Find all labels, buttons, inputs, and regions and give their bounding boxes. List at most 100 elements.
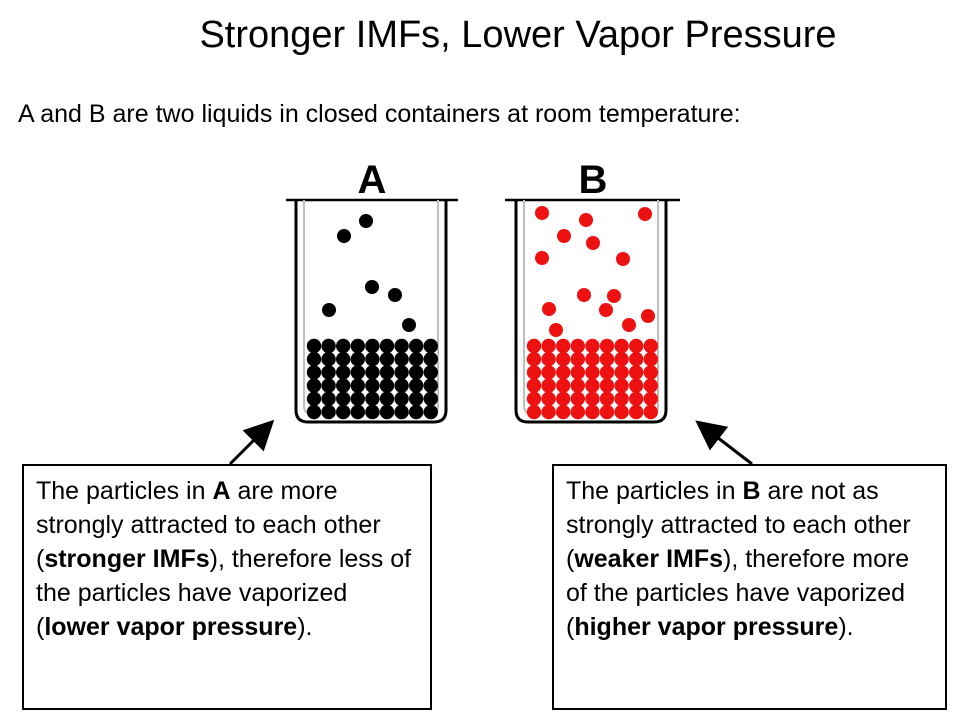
vapor-particle-b xyxy=(535,206,549,220)
vapor-particle-a xyxy=(388,288,402,302)
liquid-particle-b xyxy=(614,404,629,420)
callout-a-text-4: ). xyxy=(297,613,313,641)
liquid-particle-b xyxy=(541,365,556,380)
liquid-particle-a xyxy=(336,378,351,393)
liquid-particle-a xyxy=(394,391,409,406)
liquid-particle-a xyxy=(365,338,380,354)
liquid-particle-b xyxy=(614,352,629,367)
liquid-particle-b xyxy=(526,391,542,406)
vapor-particle-b xyxy=(638,207,652,221)
liquid-particle-b xyxy=(526,378,542,393)
callout-a-text-2: are more strongly attracted to each othe… xyxy=(36,477,381,573)
liquid-particle-a xyxy=(306,352,322,367)
liquid-particle-b xyxy=(585,365,600,380)
liquid-particle-b xyxy=(629,352,644,367)
liquid-particle-b xyxy=(541,352,556,367)
liquid-particle-a xyxy=(306,365,322,380)
liquid-particle-b xyxy=(643,365,658,380)
liquid-particle-b xyxy=(541,378,556,393)
liquid-particle-b xyxy=(541,338,556,354)
liquid-particle-b xyxy=(556,378,571,393)
liquid-particle-b xyxy=(526,352,542,367)
liquid-particle-a xyxy=(409,391,424,406)
liquid-particle-b xyxy=(570,404,585,420)
liquid-particle-a xyxy=(409,365,424,380)
callout-b-bold-2: weaker IMFs xyxy=(574,545,724,573)
liquid-particle-b xyxy=(570,391,585,406)
liquid-particle-b xyxy=(570,378,585,393)
liquid-particle-b xyxy=(541,391,556,406)
vapor-particle-b xyxy=(542,302,556,316)
liquid-particle-b xyxy=(614,378,629,393)
vapor-particle-b xyxy=(557,229,571,243)
vapor-particle-b xyxy=(599,303,613,317)
callout-b-text-1: The particles in xyxy=(566,477,743,505)
liquid-particle-b xyxy=(526,365,542,380)
vapor-particle-b xyxy=(616,252,630,266)
liquid-particle-a xyxy=(336,391,351,406)
liquid-particle-b xyxy=(614,391,629,406)
liquid-particle-a xyxy=(409,378,424,393)
liquid-particle-a xyxy=(336,352,351,367)
liquid-particle-a xyxy=(321,391,336,406)
liquid-particle-b xyxy=(541,404,556,420)
liquid-particle-b xyxy=(629,404,644,420)
vapor-particle-a xyxy=(365,280,379,294)
liquid-particle-b xyxy=(585,352,600,367)
callout-b-bold-3: higher vapor pressure xyxy=(574,613,839,641)
liquid-particle-b xyxy=(585,404,600,420)
liquid-particle-b xyxy=(629,338,644,354)
callout-a-bold-2: stronger IMFs xyxy=(44,545,210,573)
particles-b xyxy=(526,206,658,420)
liquid-particle-a xyxy=(379,404,395,420)
liquid-particle-a xyxy=(350,365,365,380)
liquid-particle-b xyxy=(629,378,644,393)
liquid-particle-a xyxy=(379,338,395,354)
callout-b-text-4: ). xyxy=(838,613,854,641)
liquid-particle-a xyxy=(306,404,322,420)
vapor-particle-a xyxy=(322,303,336,317)
liquid-particle-b xyxy=(643,352,658,367)
liquid-particle-b xyxy=(599,378,615,393)
liquid-particle-a xyxy=(365,378,380,393)
slide-subtitle: A and B are two liquids in closed contai… xyxy=(18,100,741,128)
liquid-particle-b xyxy=(585,391,600,406)
liquid-particle-a xyxy=(306,378,322,393)
slide-title: Stronger IMFs, Lower Vapor Pressure xyxy=(199,14,837,56)
liquid-particle-a xyxy=(365,391,380,406)
liquid-particle-b xyxy=(614,338,629,354)
vapor-particle-b xyxy=(577,288,591,302)
beaker-b-label: B xyxy=(579,158,608,202)
liquid-particle-a xyxy=(394,365,409,380)
liquid-particle-b xyxy=(643,404,658,420)
liquid-particle-a xyxy=(409,352,424,367)
liquid-particle-a xyxy=(423,352,438,367)
liquid-particle-a xyxy=(365,365,380,380)
liquid-particle-b xyxy=(599,352,615,367)
callout-box-b: The particles in B are not as strongly a… xyxy=(552,464,947,710)
liquid-particle-a xyxy=(409,404,424,420)
liquid-particle-b xyxy=(526,404,542,420)
callout-b-text-2: are not as strongly attracted to each ot… xyxy=(566,477,911,573)
liquid-particle-a xyxy=(336,404,351,420)
liquid-particle-a xyxy=(394,338,409,354)
liquid-particle-b xyxy=(556,391,571,406)
callout-a-text-1: The particles in xyxy=(36,477,213,505)
liquid-particle-b xyxy=(629,365,644,380)
beaker-a: A xyxy=(286,158,458,424)
callout-box-a: The particles in A are more strongly att… xyxy=(22,464,432,710)
liquid-particle-a xyxy=(321,352,336,367)
liquid-particle-b xyxy=(570,365,585,380)
callout-b-text-3: ), therefore more of the particles have … xyxy=(566,545,910,641)
liquid-particle-a xyxy=(306,338,322,354)
liquid-particle-b xyxy=(556,352,571,367)
liquid-particle-b xyxy=(629,391,644,406)
vapor-particle-b xyxy=(579,213,593,227)
liquid-particle-b xyxy=(585,338,600,354)
liquid-particle-a xyxy=(423,378,438,393)
vapor-particle-b xyxy=(622,318,636,332)
liquid-particle-a xyxy=(336,338,351,354)
liquid-particle-b xyxy=(556,404,571,420)
vapor-particle-a xyxy=(359,214,373,228)
